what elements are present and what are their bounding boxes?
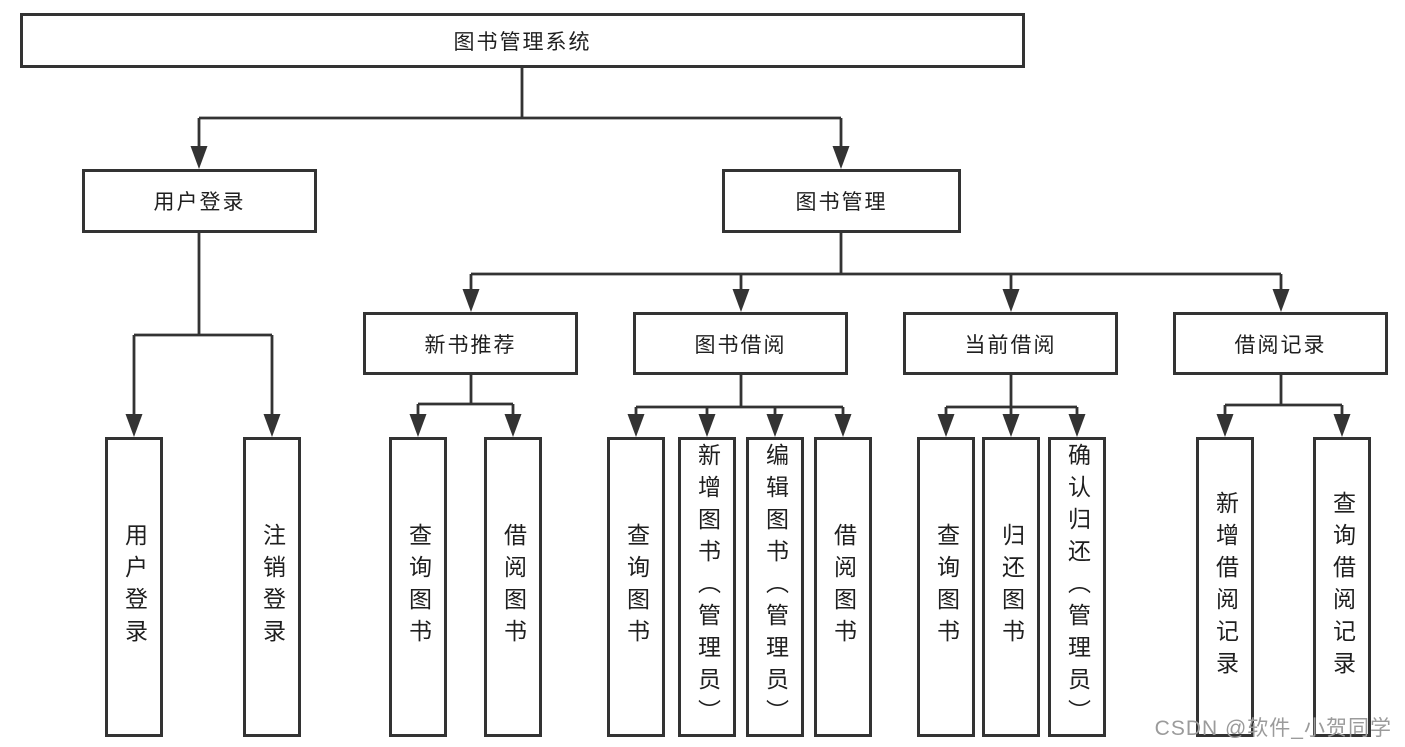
node-current-borrowing: 当前借阅 xyxy=(903,312,1118,375)
leaf-records-query-record-label: 查询借阅记录 xyxy=(1329,491,1356,683)
leaf-recommend-borrow-books: 借阅图书 xyxy=(484,437,542,737)
leaf-records-add-record: 新增借阅记录 xyxy=(1196,437,1254,737)
leaf-current-return-books: 归还图书 xyxy=(982,437,1040,737)
leaf-logout: 注销登录 xyxy=(243,437,301,737)
leaf-user-login: 用户登录 xyxy=(105,437,163,737)
node-book-borrowing: 图书借阅 xyxy=(633,312,848,375)
leaf-borrowing-edit-books-admin: 编辑图书（管理员） xyxy=(746,437,804,737)
leaf-recommend-query-books: 查询图书 xyxy=(389,437,447,737)
connector-root-to-level2 xyxy=(190,67,850,169)
connector-book-borrowing-to-leaves xyxy=(627,375,852,437)
leaf-borrowing-query-books: 查询图书 xyxy=(607,437,665,737)
leaf-borrowing-edit-books-admin-label: 编辑图书（管理员） xyxy=(762,443,789,731)
node-user-login: 用户登录 xyxy=(82,169,317,233)
node-borrowing-records: 借阅记录 xyxy=(1173,312,1388,375)
leaf-recommend-query-books-label: 查询图书 xyxy=(405,523,432,651)
leaf-records-query-record: 查询借阅记录 xyxy=(1313,437,1371,737)
connector-borrowing-records-to-leaves xyxy=(1216,375,1351,437)
leaf-borrowing-add-books-admin: 新增图书（管理员） xyxy=(678,437,736,737)
leaf-current-query-books-label: 查询图书 xyxy=(933,523,960,651)
leaf-current-query-books: 查询图书 xyxy=(917,437,975,737)
leaf-current-return-books-label: 归还图书 xyxy=(998,523,1025,651)
node-book-management: 图书管理 xyxy=(722,169,961,233)
leaf-recommend-borrow-books-label: 借阅图书 xyxy=(500,523,527,651)
node-new-book-recommend: 新书推荐 xyxy=(363,312,578,375)
leaf-records-add-record-label: 新增借阅记录 xyxy=(1212,491,1239,683)
leaf-borrowing-query-books-label: 查询图书 xyxy=(623,523,650,651)
leaf-user-login-label: 用户登录 xyxy=(121,523,148,651)
leaf-current-confirm-return-admin-label: 确认归还（管理员） xyxy=(1064,443,1091,731)
leaf-current-confirm-return-admin: 确认归还（管理员） xyxy=(1048,437,1106,737)
leaf-logout-label: 注销登录 xyxy=(259,523,286,651)
connector-new-book-recommend-to-leaves xyxy=(409,375,522,437)
leaf-borrowing-borrow-books: 借阅图书 xyxy=(814,437,872,737)
connector-user-login-to-leaves xyxy=(125,233,281,437)
connector-book-management-to-level3 xyxy=(462,233,1290,312)
connector-current-borrowing-to-leaves xyxy=(937,375,1086,437)
leaf-borrowing-borrow-books-label: 借阅图书 xyxy=(830,523,857,651)
leaf-borrowing-add-books-admin-label: 新增图书（管理员） xyxy=(694,443,721,731)
node-root: 图书管理系统 xyxy=(20,13,1025,68)
csdn-watermark: CSDN @软件_小贺同学 xyxy=(1154,717,1392,740)
